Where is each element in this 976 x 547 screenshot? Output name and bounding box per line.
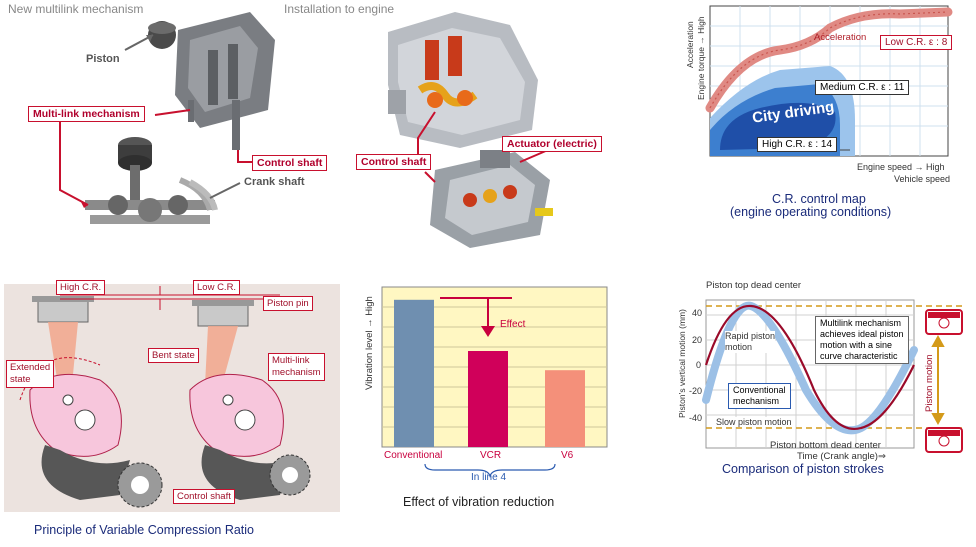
high-cr-label: High C.R. xyxy=(56,280,106,295)
in-line-4-brace xyxy=(424,463,556,478)
bottom-dead-center-label: Piston bottom dead center xyxy=(770,440,881,451)
piston-left xyxy=(19,296,163,508)
conventional-curve xyxy=(702,301,918,435)
rapid-line-1: Rapid piston xyxy=(725,331,776,341)
cr-map-caption-2: (engine operating conditions) xyxy=(730,205,892,219)
strokes-x-label: Time (Crank angle)⇒ xyxy=(797,451,886,462)
vibration-label-conventional: Conventional xyxy=(384,450,443,461)
multi-link-mechanism-callout: Multi-link mechanism xyxy=(28,106,145,122)
vibration-label-vcr: VCR xyxy=(480,450,502,461)
multilink-description-box: Multilink mechanism achieves ideal pisto… xyxy=(815,316,909,364)
map-x-label-vehicle-speed: Vehicle speed xyxy=(894,174,951,184)
leader-lines xyxy=(59,34,253,208)
strokes-caption: Comparison of piston strokes xyxy=(722,462,884,476)
map-y-label-torque: Engine torque → High xyxy=(696,16,706,100)
multilink-mechanism-illustration xyxy=(59,12,275,224)
control-shaft-callout-left: Control shaft xyxy=(252,155,328,171)
ytick-neg20: -20 xyxy=(689,386,703,396)
medium-cr-box: Medium C.R. ε : 11 xyxy=(815,80,910,95)
actuator-callout: Actuator (electric) xyxy=(502,136,602,152)
piston-icon-top xyxy=(925,309,963,335)
in-line-4-label: In line 4 xyxy=(471,472,507,483)
conventional-mechanism-box: Conventional mechanism xyxy=(728,383,791,409)
vibration-label-v6: V6 xyxy=(561,450,574,461)
map-acceleration-label: Acceleration xyxy=(814,32,867,43)
rapid-motion-label: Rapid piston motion xyxy=(725,331,776,353)
strokes-y-label: Piston’s vertical motion (mm) xyxy=(677,309,687,418)
engine-block-upper xyxy=(148,12,275,150)
extended-state-line-2: state xyxy=(10,374,31,385)
acceleration-curve-texture xyxy=(709,11,949,109)
ytick-40: 40 xyxy=(692,308,703,318)
multilink-section-title: New multilink mechanism xyxy=(8,2,144,16)
installation-section-title: Installation to engine xyxy=(284,2,395,16)
multilink-desc-1: Multilink mechanism xyxy=(820,318,902,328)
multi-link-line-1: Multi-link xyxy=(272,355,310,366)
multilink-desc-2: achieves ideal piston xyxy=(820,329,904,339)
piston-icon-bottom xyxy=(925,427,963,453)
engine-installation-illustration xyxy=(388,12,553,248)
map-y-label-acceleration: Acceleration xyxy=(685,21,695,68)
control-shaft-label-principle: Control shaft xyxy=(173,489,235,504)
slow-motion-label: Slow piston motion xyxy=(716,417,792,427)
principle-caption: Principle of Variable Compression Ratio xyxy=(34,523,255,537)
effect-label: Effect xyxy=(500,319,526,330)
piston-right xyxy=(189,300,311,500)
crank-shaft-label: Crank shaft xyxy=(244,176,305,188)
low-cr-label: Low C.R. xyxy=(193,280,241,295)
vibration-bars xyxy=(394,299,585,447)
extended-state-label: Extended state xyxy=(6,360,55,388)
top-dead-center-label: Piston top dead center xyxy=(706,280,802,291)
vibration-bar-vcr xyxy=(468,351,508,447)
vibration-caption: Effect of vibration reduction xyxy=(403,495,555,509)
cr-markers xyxy=(60,286,280,310)
piston-label: Piston xyxy=(86,53,120,65)
bent-state-label: Bent state xyxy=(148,348,199,363)
piston-motion-arrow xyxy=(931,334,945,426)
ytick-0: 0 xyxy=(696,360,702,370)
effect-arrow xyxy=(440,297,512,337)
high-cr-box: High C.R. ε : 14 xyxy=(757,137,838,152)
multilink-sine-curve xyxy=(704,304,915,431)
cr-map-caption-1: C.R. control map xyxy=(772,192,866,206)
principle-diagram xyxy=(4,284,340,512)
vibration-bar-v6 xyxy=(545,370,585,447)
multilink-desc-4: curve characteristic xyxy=(820,351,898,361)
conventional-line-2: mechanism xyxy=(733,396,780,406)
vibration-bar-conventional xyxy=(394,299,434,447)
ytick-20: 20 xyxy=(692,335,703,345)
vibration-chart xyxy=(381,286,608,478)
conventional-line-1: Conventional xyxy=(733,385,786,395)
control-shaft-callout-right: Control shaft xyxy=(356,154,432,170)
multi-link-label: Multi-link mechanism xyxy=(268,353,325,381)
vibration-y-label: Vibration level → High xyxy=(364,296,375,390)
multi-link-line-2: mechanism xyxy=(272,367,321,378)
ytick-neg40: -40 xyxy=(689,413,703,423)
crank-assembly-lower xyxy=(85,137,218,224)
engine-cutaway xyxy=(388,12,538,148)
piston-motion-label: Piston motion xyxy=(924,354,935,412)
multilink-desc-3: motion with a sine xyxy=(820,340,893,350)
rapid-line-2: motion xyxy=(725,342,753,352)
low-cr-box: Low C.R. ε : 8 xyxy=(880,35,953,50)
cylinder-head xyxy=(430,150,553,248)
map-x-label-engine-speed: Engine speed → High xyxy=(857,162,945,172)
extended-state-line-1: Extended xyxy=(10,362,51,373)
piston-pin-label: Piston pin xyxy=(263,296,313,311)
